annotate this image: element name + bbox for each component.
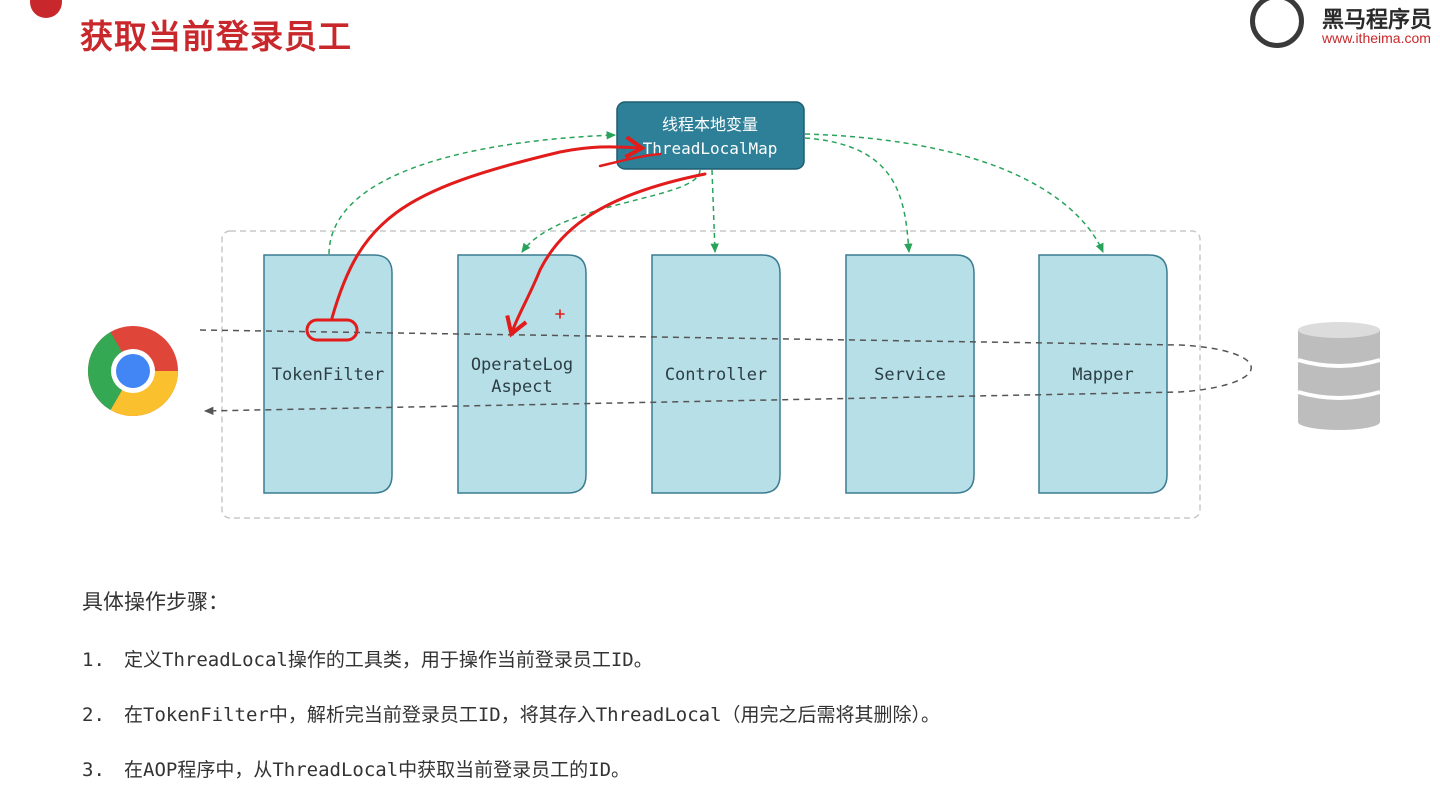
thread-local-label-cn: 线程本地变量 <box>662 115 758 134</box>
threadlocal-to-service-arrow <box>804 137 913 254</box>
component-label: Controller <box>665 365 767 385</box>
threadlocal-to-aspect-arrow <box>521 169 701 253</box>
request-flow-arrow <box>199 329 1252 416</box>
component-tokenfilter: TokenFilter <box>263 254 393 494</box>
logo-url: www.itheima.com <box>1322 30 1431 46</box>
horse-logo-icon <box>1250 0 1304 48</box>
step-item: 2. 在TokenFilter中，解析完当前登录员工ID，将其存入ThreadLo… <box>82 700 940 727</box>
title-bullet-dot <box>30 0 62 18</box>
step-item: 1. 定义ThreadLocal操作的工具类，用于操作当前登录员工ID。 <box>82 645 653 672</box>
step-text: 在AOP程序中，从ThreadLocal中获取当前登录员工的ID。 <box>124 759 631 781</box>
step-number: 3. <box>82 759 105 781</box>
handwritten-annotations <box>305 135 707 342</box>
component-service: Service <box>845 254 975 494</box>
step-number: 2. <box>82 704 105 726</box>
annotation-arrow-to-aspect <box>505 172 707 338</box>
steps-title: 具体操作步骤： <box>82 590 229 614</box>
component-label: Aspect <box>491 377 552 397</box>
database-icon <box>1297 322 1381 430</box>
step-number: 1. <box>82 649 105 671</box>
annotation-plus <box>555 309 565 319</box>
page-title: 获取当前登录员工 <box>80 17 352 56</box>
annotation-underline <box>598 152 662 168</box>
threadlocal-to-controller-arrow <box>710 169 719 254</box>
component-mapper: Mapper <box>1038 254 1168 494</box>
component-label: Mapper <box>1072 365 1133 385</box>
step-item: 3. 在AOP程序中，从ThreadLocal中获取当前登录员工的ID。 <box>82 755 630 782</box>
component-controller: Controller <box>651 254 781 494</box>
component-operatelog-aspect: OperateLog Aspect <box>457 254 587 494</box>
thread-local-label-en: ThreadLocalMap <box>643 139 778 158</box>
chrome-icon <box>87 326 178 417</box>
component-label: TokenFilter <box>272 365 385 385</box>
logo-name: 黑马程序员 <box>1322 8 1433 33</box>
threadlocal-to-mapper-arrow <box>804 133 1104 253</box>
step-text: 在TokenFilter中，解析完当前登录员工ID，将其存入ThreadLoca… <box>124 704 941 726</box>
component-label: Service <box>874 365 946 385</box>
annotation-circle <box>305 318 359 342</box>
application-boundary <box>221 230 1201 519</box>
component-label: OperateLog <box>471 355 573 375</box>
thread-local-map-box: 线程本地变量 ThreadLocalMap <box>616 101 805 170</box>
annotation-arrow-to-map <box>330 135 646 320</box>
itheima-logo: 黑马程序员 www.itheima.com <box>1248 0 1440 52</box>
tokenfilter-to-threadlocal-arrow <box>328 131 617 255</box>
thread-local-arrows <box>328 131 1104 255</box>
step-text: 定义ThreadLocal操作的工具类，用于操作当前登录员工ID。 <box>124 649 653 671</box>
